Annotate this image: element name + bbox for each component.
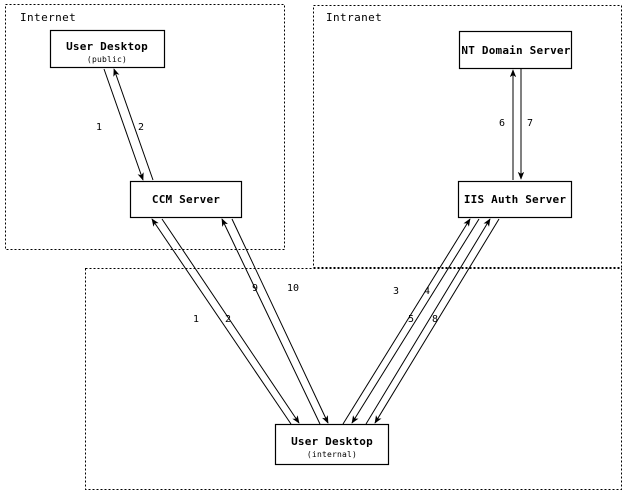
node-title-iis-auth-server: IIS Auth Server (464, 193, 567, 206)
node-subtitle-user-desktop-internal: (internal) (307, 450, 357, 459)
flow-line-ccm-to-internal-10 (231, 218, 329, 424)
flow-line-internal-to-ccm-1 (151, 218, 292, 425)
node-title-user-desktop-public: User Desktop (66, 40, 148, 53)
zone-boundary-internet (5, 4, 285, 250)
zone-boundary-intranet (313, 5, 622, 268)
zone-label-internet: Internet (20, 11, 76, 24)
node-subtitle-user-desktop-public: (public) (87, 55, 127, 64)
flow-line-internal-to-iis-3 (342, 218, 471, 425)
flow-line-iis-to-internal-8 (374, 218, 500, 424)
flow-line-ccm-to-public (113, 68, 154, 181)
node-title-nt-domain-server: NT Domain Server (461, 44, 570, 57)
node-ccm-server[interactable]: CCM Server (129, 180, 243, 219)
node-box-user-desktop-public (49, 29, 166, 69)
edge-label-2-public: 2 (138, 122, 144, 133)
edge-label-4: 4 (424, 286, 430, 297)
node-title-user-desktop-internal: User Desktop (291, 435, 373, 448)
node-user-desktop-public[interactable]: User Desktop (public) (49, 29, 166, 69)
edge-label-3: 3 (393, 286, 399, 297)
node-user-desktop-internal[interactable]: User Desktop (internal) (274, 423, 390, 466)
edge-label-1-internal: 1 (193, 314, 199, 325)
node-box-iis-auth-server (457, 180, 573, 219)
flow-line-internal-to-ccm-9 (221, 218, 321, 425)
node-nt-domain-server[interactable]: NT Domain Server (458, 30, 573, 70)
node-box-nt-domain-server (458, 30, 573, 70)
flow-line-ccm-to-internal-2 (161, 218, 300, 424)
zone-label-intranet: Intranet (326, 11, 382, 24)
edge-label-8: 8 (432, 314, 438, 325)
node-title-ccm-server: CCM Server (152, 193, 220, 206)
flow-line-iis-to-internal-4 (351, 218, 480, 424)
zone-boundary-internal (85, 268, 622, 490)
flow-line-public-to-ccm (103, 68, 144, 181)
node-box-ccm-server (129, 180, 243, 219)
edge-label-5: 5 (408, 314, 414, 325)
node-iis-auth-server[interactable]: IIS Auth Server (457, 180, 573, 219)
edge-label-2-internal: 2 (225, 314, 231, 325)
edge-label-10: 10 (287, 283, 299, 294)
edge-label-6: 6 (499, 118, 505, 129)
edge-label-1-public: 1 (96, 122, 102, 133)
edge-label-7: 7 (527, 118, 533, 129)
node-box-user-desktop-internal (274, 423, 390, 466)
flow-line-internal-to-iis-5 (365, 218, 491, 425)
edge-label-9: 9 (252, 283, 258, 294)
